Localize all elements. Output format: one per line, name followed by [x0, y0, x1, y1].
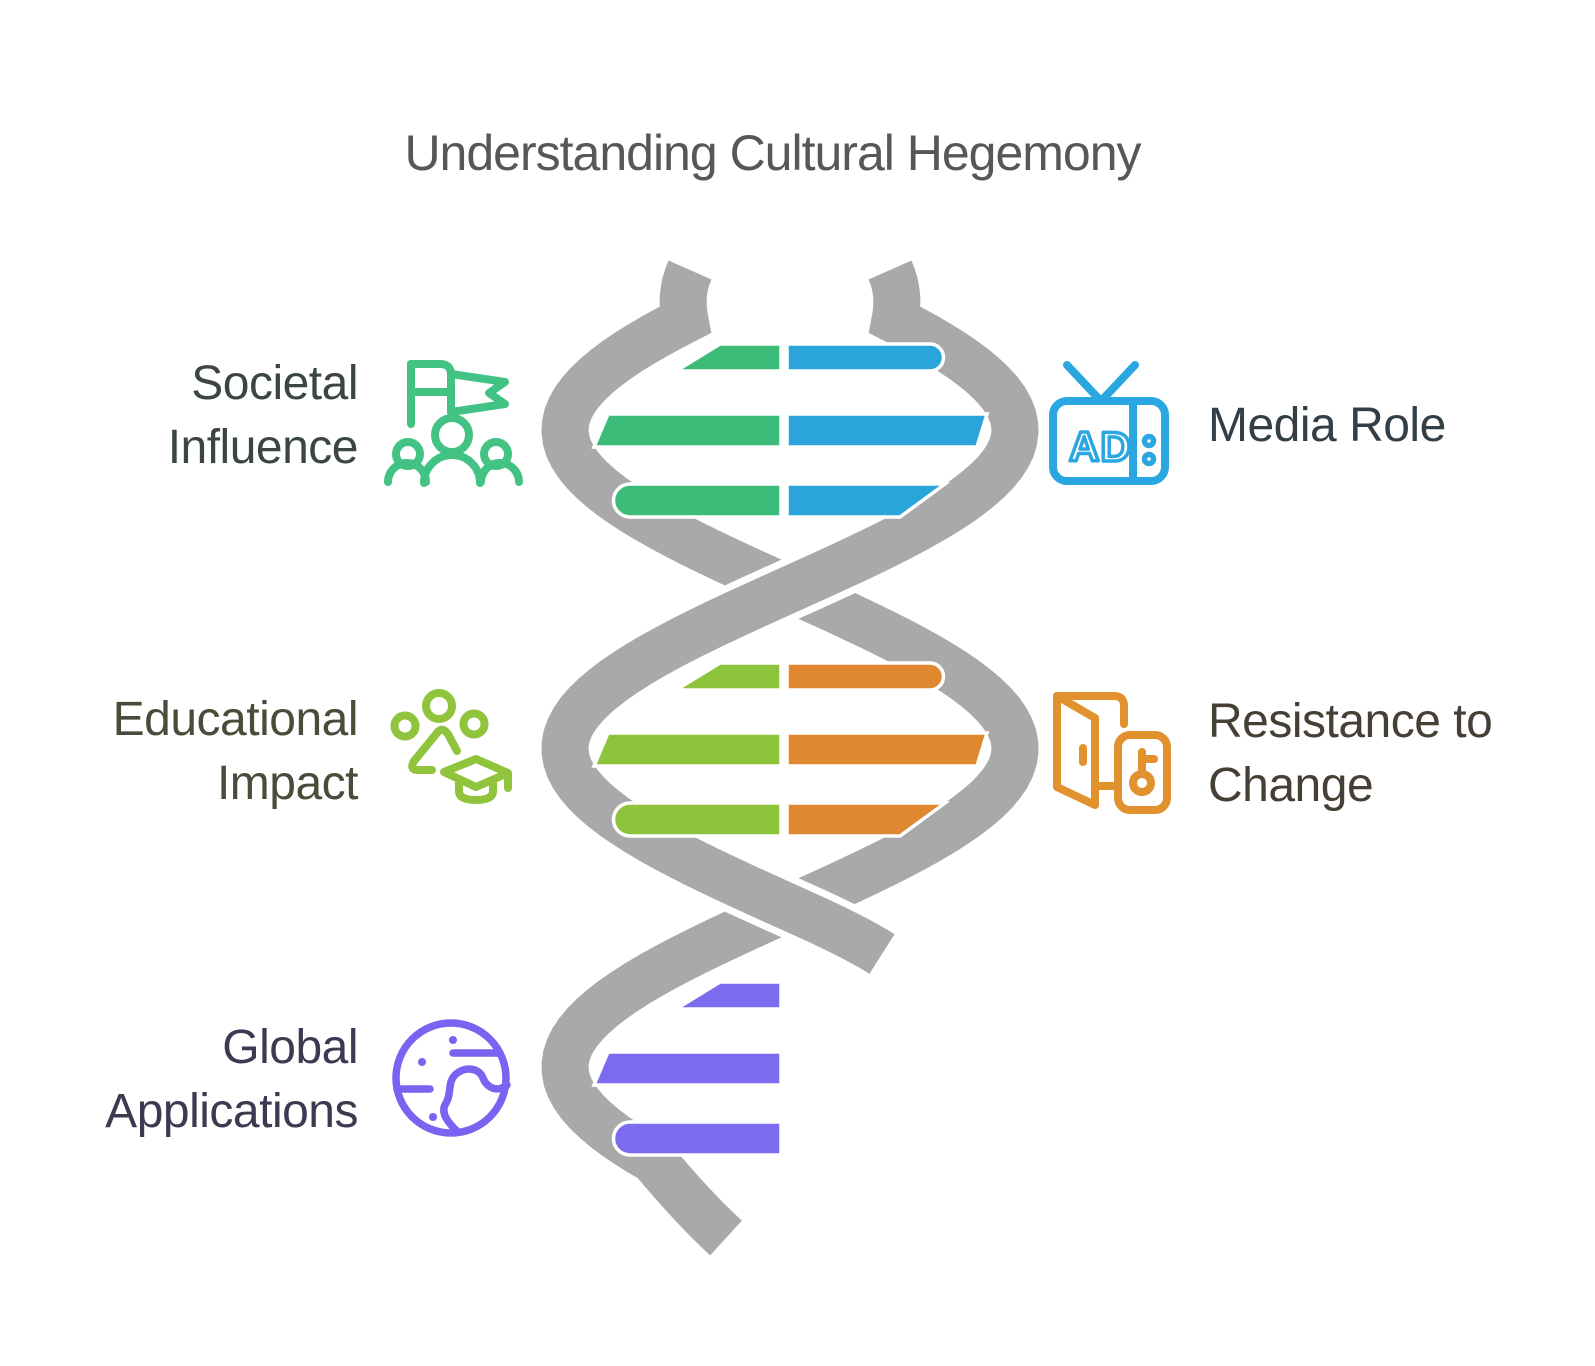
label-line: Resistance to: [1208, 695, 1493, 748]
rung-section1-row3-right: [785, 482, 951, 519]
helix-strand-a: [541, 260, 1039, 1256]
label-societal-influence: Societal Influence: [40, 352, 359, 480]
label-educational-impact: Educational Impact: [40, 688, 359, 816]
dot-circle: [422, 689, 456, 723]
globe-dot: [449, 1036, 457, 1044]
diagram-title: Understanding Cultural Hegemony: [404, 125, 1141, 181]
rung-section2-row3-left: [611, 801, 783, 838]
rung-section1-row3-left: [611, 482, 783, 519]
dot-circle: [390, 711, 420, 741]
label-line: Media Role: [1208, 399, 1446, 452]
rung-section2-row1-right: [785, 661, 946, 692]
rung-section3-row2-left: [591, 1050, 783, 1087]
rung-section1-row2-left: [591, 412, 783, 449]
person-figure: [408, 725, 461, 774]
label-line: Applications: [105, 1085, 358, 1138]
rung-section1-row1-left: [669, 342, 783, 373]
label-resistance-to-change: Resistance to Change: [1208, 690, 1588, 818]
label-global-applications: Global Applications: [40, 1016, 358, 1144]
door-key-icon: [1053, 692, 1171, 814]
label-line: Influence: [167, 421, 359, 474]
rung-section2-row2-left: [591, 731, 783, 768]
label-line: Educational: [112, 693, 359, 746]
rung-section3-row1-left: [669, 980, 783, 1011]
label-line: Global: [222, 1021, 358, 1074]
dna-helix: [534, 257, 1046, 1261]
rung-section2-row2-right: [785, 731, 990, 768]
tv-dot: [1141, 433, 1157, 449]
label-media-role: Media Role: [1208, 394, 1588, 458]
helix-rungs: [591, 342, 990, 1157]
tv-dot: [1141, 451, 1157, 467]
person-head: [431, 414, 473, 456]
dot-circle: [459, 709, 489, 739]
tv-ad-text: AD: [1069, 423, 1132, 470]
rung-section1-row2-right: [785, 412, 990, 449]
globe-circle: [392, 1019, 510, 1137]
label-line: Impact: [216, 757, 359, 810]
globe-dot: [429, 1113, 437, 1121]
flag-people-icon: [384, 360, 523, 487]
rung-section3-row3-left: [611, 1120, 783, 1157]
helix-strand-b: [541, 260, 1039, 974]
graduation-cap-icon: [390, 689, 512, 804]
keycard: [1114, 731, 1171, 814]
person-shoulders: [477, 459, 523, 486]
flag-banner: [407, 360, 455, 396]
tv-ad-icon: AD: [1049, 361, 1169, 485]
label-line: Societal: [191, 357, 358, 410]
landmass: [440, 1065, 511, 1136]
door-frame: [1053, 692, 1128, 728]
antenna: [1099, 361, 1139, 403]
rung-section2-row3-right: [785, 801, 951, 838]
label-line: Change: [1208, 759, 1374, 812]
flag-pennant: [447, 370, 509, 416]
mortarboard: [440, 755, 512, 791]
globe-icon: [392, 1019, 511, 1137]
antenna: [1063, 361, 1103, 403]
door-leaf: [1053, 692, 1099, 809]
rung-section1-row1-right: [785, 342, 946, 373]
person-shoulders: [420, 451, 484, 487]
tv-body: [1049, 397, 1169, 485]
rung-section2-row1-left: [669, 661, 783, 692]
globe-dot: [418, 1058, 426, 1066]
cap-base: [455, 777, 497, 804]
